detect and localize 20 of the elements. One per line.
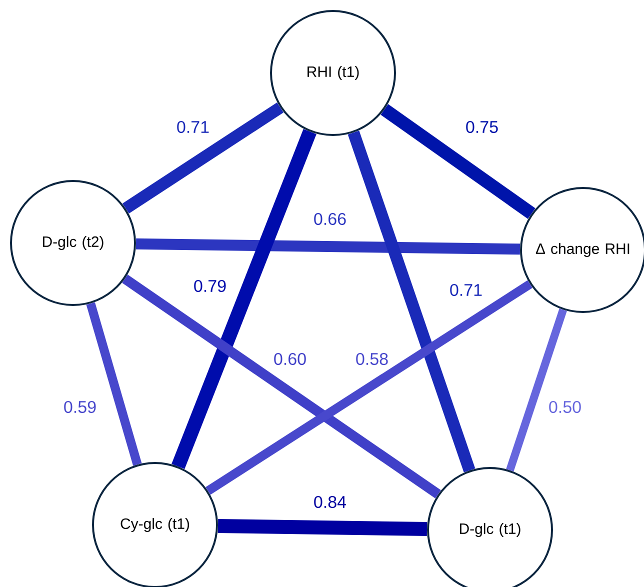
connector-line bbox=[122, 274, 441, 498]
connector-line bbox=[348, 130, 476, 472]
edge-label: 0.84 bbox=[312, 494, 348, 510]
connector-line bbox=[86, 302, 142, 466]
connector-line bbox=[506, 308, 567, 472]
edge-label: 0.71 bbox=[448, 282, 484, 298]
connector-line bbox=[206, 280, 532, 495]
connector-line bbox=[380, 104, 536, 219]
edge-label: 0.58 bbox=[354, 352, 390, 366]
connector-line bbox=[218, 518, 428, 536]
edge-label: 0.59 bbox=[62, 400, 98, 414]
connector-line bbox=[122, 102, 284, 214]
edge-label: 0.75 bbox=[464, 120, 500, 134]
edge-label: 0.50 bbox=[547, 400, 583, 414]
connector-line bbox=[172, 129, 316, 469]
edge-label: 0.66 bbox=[312, 212, 348, 226]
edge-label: 0.60 bbox=[272, 352, 308, 366]
edge-label: 0.79 bbox=[192, 278, 228, 294]
edge-label: 0.71 bbox=[175, 120, 211, 134]
connector-line bbox=[136, 238, 520, 255]
